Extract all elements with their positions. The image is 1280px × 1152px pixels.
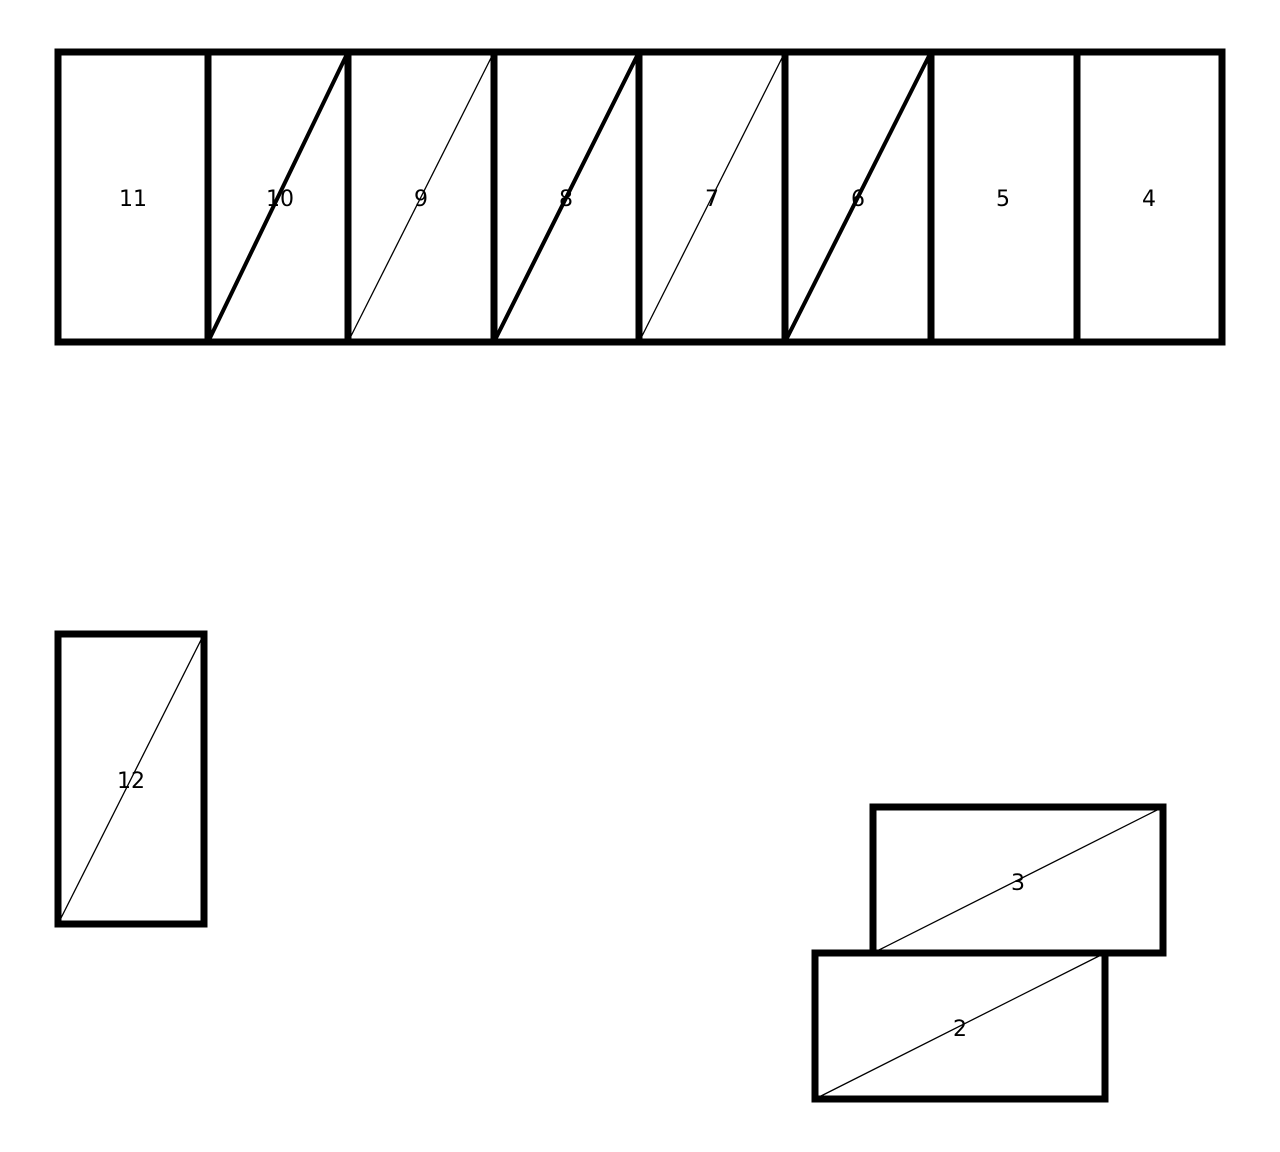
box-12: 12: [54, 630, 208, 928]
box-label: 8: [559, 187, 573, 212]
box-5: 5: [927, 48, 1081, 346]
box-4: 4: [1073, 48, 1226, 346]
box-label: 6: [851, 187, 865, 212]
box-label: 2: [953, 1017, 967, 1042]
box-3: 3: [869, 803, 1167, 957]
box-7: 7: [635, 48, 789, 346]
box-label: 7: [705, 187, 719, 212]
box-10: 10: [204, 48, 352, 346]
box-label: 4: [1142, 187, 1156, 212]
box-label: 11: [119, 187, 147, 212]
diagonal-line: [492, 51, 641, 343]
box-label: 3: [1011, 871, 1025, 896]
box-9: 9: [344, 48, 498, 346]
diagonal-line: [783, 51, 933, 343]
box-label: 9: [414, 187, 428, 212]
diagonal-line: [638, 51, 786, 343]
box-11: 11: [54, 48, 212, 346]
diagonal-line: [347, 51, 495, 343]
diagonal-line: [57, 633, 205, 925]
box-2: 2: [811, 949, 1109, 1103]
diagonal-line: [206, 51, 350, 343]
box-label: 12: [117, 769, 145, 794]
diagonal-line: [872, 806, 1164, 954]
box-8: 8: [490, 48, 643, 346]
box-label: 5: [996, 187, 1010, 212]
diagonal-line: [814, 952, 1106, 1100]
box-label: 10: [266, 187, 294, 212]
box-6: 6: [781, 48, 935, 346]
